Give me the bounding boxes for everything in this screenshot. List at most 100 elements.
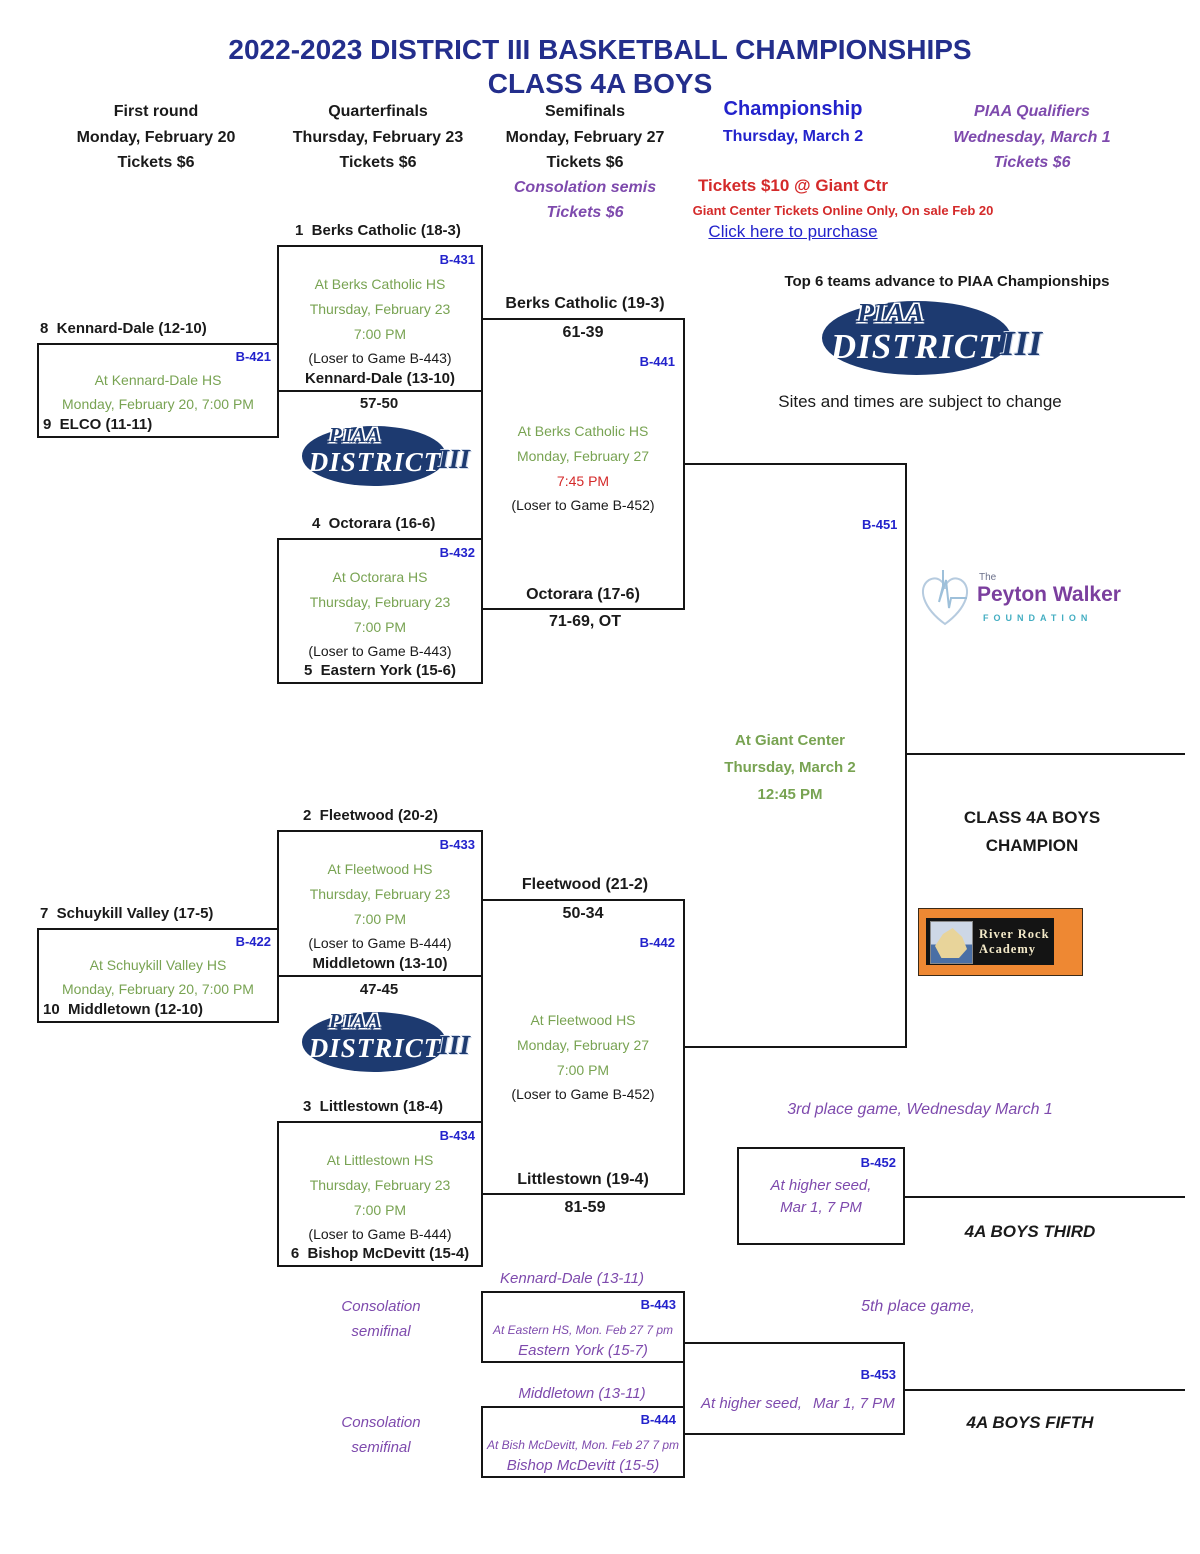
- game-time: 7:00 PM: [353, 911, 407, 927]
- game-box-b453: B-453 At higher seed, Mar 1, 7 PM: [683, 1342, 905, 1435]
- champ-vertical-line: [905, 463, 907, 1048]
- game-time: 7:00 PM: [556, 1062, 610, 1078]
- peyton-heart-ekg-icon: [921, 570, 969, 626]
- team-seed-8: 8 Kennard-Dale (12-10): [40, 320, 207, 337]
- qf-score: 61-39: [562, 324, 604, 341]
- col-piaa-qualifiers-date: Wednesday, March 1: [953, 129, 1111, 146]
- champion-label-line2: CHAMPION: [985, 836, 1079, 855]
- champion-output-line: [905, 753, 1185, 755]
- game-box-b444: B-444 At Bish McDevitt, Mon. Feb 27 7 pm…: [481, 1406, 685, 1478]
- advance-note: Top 6 teams advance to PIAA Championship…: [784, 273, 1110, 290]
- third-place-result-label: 4A BOYS THIRD: [964, 1222, 1096, 1241]
- third-place-output-line: [905, 1196, 1185, 1198]
- piaa-logo-iii-text: III: [1001, 323, 1042, 363]
- consolation-team-top: Middletown (13-11): [518, 1385, 646, 1402]
- page-title-line1: 2022-2023 DISTRICT III BASKETBALL CHAMPI…: [228, 34, 972, 65]
- semifinal-winner-top: Fleetwood (21-2): [521, 876, 649, 893]
- col-first-round-tickets: Tickets $6: [117, 154, 195, 171]
- game-code-b452: B-452: [860, 1155, 896, 1170]
- championship-tickets-note: Giant Center Tickets Online Only, On sal…: [692, 203, 994, 218]
- piaa-district3-logo: PIAA DISTRICT III: [822, 296, 1042, 380]
- piaa-logo-ellipse: [302, 426, 447, 486]
- game-time: 7:00 PM: [353, 1202, 407, 1218]
- col-first-round-title: First round: [113, 103, 199, 120]
- game-box-b442: 50-34 B-442 At Fleetwood HS Monday, Febr…: [481, 899, 685, 1195]
- purchase-tickets-link[interactable]: Click here to purchase: [708, 222, 878, 241]
- team-seed-10: 10 Middletown (12-10): [43, 1000, 204, 1018]
- game-code-b422: B-422: [235, 934, 271, 949]
- game-venue: At Littlestown HS: [326, 1152, 434, 1168]
- col-semifinals-tickets: Tickets $6: [546, 154, 624, 171]
- rock-shape: [935, 928, 967, 958]
- loser-note: (Loser to Game B-444): [308, 1226, 452, 1242]
- consolation-label-line1: Consolation: [341, 1414, 421, 1431]
- game-box-b443: B-443 At Eastern HS, Mon. Feb 27 7 pm Ea…: [481, 1291, 685, 1363]
- game-venue: At Berks Catholic HS: [314, 276, 446, 292]
- game-time: 7:45 PM: [556, 473, 610, 489]
- fifth-place-result-label: 4A BOYS FIFTH: [966, 1413, 1094, 1432]
- game-time: Mar 1, 7 PM: [813, 1395, 895, 1412]
- championship-tickets-price: Tickets $10 @ Giant Ctr: [697, 176, 889, 195]
- game-code-b453: B-453: [860, 1367, 896, 1382]
- team-advancer: Middletown (13-10): [312, 954, 448, 972]
- team-seed-5: 5 Eastern York (15-6): [303, 661, 457, 679]
- game-venue: At Schuykill Valley HS: [89, 957, 227, 973]
- semifinal-winner-top: Berks Catholic (19-3): [505, 295, 665, 312]
- team-seed-2: 2 Fleetwood (20-2): [303, 807, 439, 824]
- qf-score: 81-59: [564, 1199, 606, 1216]
- col-first-round-date: Monday, February 20: [76, 129, 236, 146]
- champion-label-line1: CLASS 4A BOYS: [963, 808, 1101, 827]
- championship-venue: At Giant Center: [734, 732, 846, 749]
- piaa-logo-district-text: DISTRICT: [308, 447, 442, 478]
- game-venue: At Eastern HS, Mon. Feb 27 7 pm: [492, 1323, 674, 1337]
- piaa-logo-iii-text: III: [438, 1030, 470, 1061]
- piaa-logo-district-text: DISTRICT: [308, 1033, 442, 1064]
- loser-note: (Loser to Game B-452): [511, 497, 655, 513]
- team-advancer: Kennard-Dale (13-10): [304, 369, 456, 387]
- game-code-b433: B-433: [439, 837, 475, 852]
- game-box-b433: B-433 At Fleetwood HS Thursday, February…: [277, 830, 483, 977]
- qf-score: 71-69, OT: [548, 613, 622, 630]
- piaa-logo-piaa-text: PIAA: [857, 297, 925, 328]
- game-code-b432: B-432: [439, 545, 475, 560]
- page-title-line2: CLASS 4A BOYS: [487, 68, 713, 99]
- piaa-logo-district-text: DISTRICT: [830, 327, 1001, 367]
- game-box-b452: B-452 At higher seed, Mar 1, 7 PM: [737, 1147, 905, 1245]
- game-box-b434: B-434 At Littlestown HS Thursday, Februa…: [277, 1121, 483, 1267]
- game-box-b432: B-432 At Octorara HS Thursday, February …: [277, 538, 483, 684]
- game-code-b442: B-442: [639, 935, 675, 950]
- team-seed-3: 3 Littlestown (18-4): [303, 1098, 444, 1115]
- peyton-logo-foundation: FOUNDATION: [983, 613, 1093, 623]
- game-date: Thursday, February 23: [309, 594, 451, 610]
- game-venue: At Fleetwood HS: [327, 861, 433, 877]
- river-rock-icon: [930, 921, 973, 964]
- piaa-logo-piaa-text: PIAA: [328, 423, 382, 448]
- piaa-logo-piaa-text: PIAA: [328, 1009, 382, 1034]
- col-quarterfinals-tickets: Tickets $6: [339, 154, 417, 171]
- game-date: Monday, February 27: [516, 448, 650, 464]
- col-quarterfinals-date: Thursday, February 23: [292, 129, 464, 146]
- consolation-team-bottom: Bishop McDevitt (15-5): [506, 1456, 660, 1474]
- game-datetime: Monday, February 20, 7:00 PM: [62, 396, 254, 412]
- loser-note: (Loser to Game B-444): [308, 935, 452, 951]
- game-code-b434: B-434: [439, 1128, 475, 1143]
- game-box-b422: B-422 At Schuykill Valley HS Monday, Feb…: [37, 928, 279, 1023]
- game-code-b441: B-441: [639, 354, 675, 369]
- champ-top-feed-line: [683, 463, 907, 465]
- fifth-place-header: 5th place game,: [861, 1298, 975, 1315]
- game-code-b444: B-444: [640, 1412, 676, 1427]
- col-consolation-tickets: Tickets $6: [546, 204, 624, 221]
- game-venue: At Fleetwood HS: [530, 1012, 636, 1028]
- col-semifinals-title: Semifinals: [544, 103, 626, 120]
- championship-date: Thursday, March 2: [724, 759, 856, 776]
- col-championship-title: Championship: [723, 98, 863, 120]
- team-seed-4: 4 Octorara (16-6): [312, 515, 436, 532]
- game-date: Thursday, February 23: [309, 301, 451, 317]
- peyton-logo-name: Peyton Walker: [977, 583, 1121, 606]
- game-venue: At Bish McDevitt, Mon. Feb 27 7 pm: [486, 1438, 680, 1452]
- game-datetime: Monday, February 20, 7:00 PM: [62, 981, 254, 997]
- team-seed-7: 7 Schuykill Valley (17-5): [40, 905, 214, 922]
